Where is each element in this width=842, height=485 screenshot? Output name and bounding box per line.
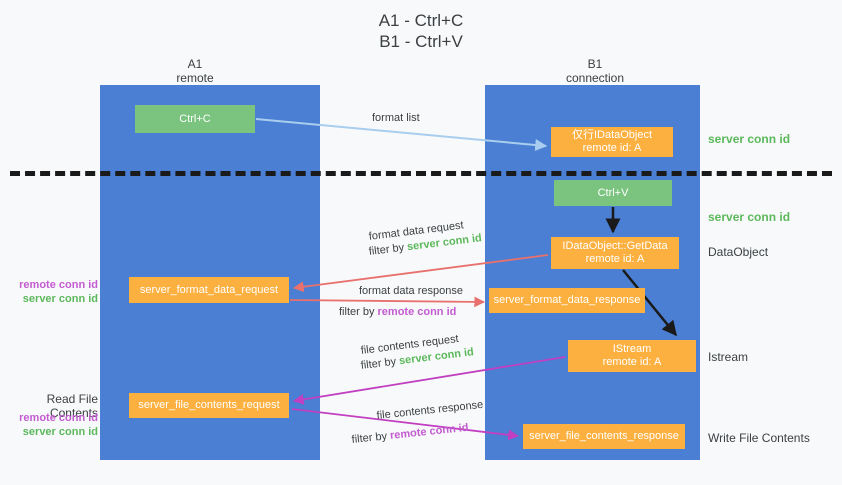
edge-label-format-data-response: format data response	[359, 285, 463, 297]
node-istream-line1: IStream	[612, 343, 652, 355]
node-idataobject[interactable]: 仅行IDataObject remote id: A	[551, 127, 673, 157]
title-line-1: A1 - Ctrl+C	[378, 11, 464, 30]
node-server-file-contents-request[interactable]: server_file_contents_request	[129, 393, 289, 418]
column-caption-a1: A1 remote	[130, 57, 260, 85]
node-server-file-contents-request-label: server_file_contents_request	[138, 399, 280, 411]
note-write-file-contents: Write File Contents	[708, 431, 810, 445]
filter-prefix: filter by	[368, 241, 408, 258]
note-istream: Istream	[708, 350, 749, 364]
node-server-file-contents-response-label: server_file_contents_response	[529, 430, 679, 442]
edge-label-format-list: format list	[372, 112, 420, 124]
note-server-conn-id-1: server conn id	[22, 293, 98, 305]
node-ctrl-c-label: Ctrl+C	[179, 112, 211, 125]
node-idataobject-line1: 仅行IDataObject	[571, 129, 653, 141]
note-server-conn-id-mid: server conn id	[708, 210, 791, 224]
edge-label-file-contents-response-filter: filter by remote conn id	[351, 421, 469, 447]
note-server-conn-id-top: server conn id	[708, 132, 791, 146]
filter-prefix: filter by	[339, 306, 378, 318]
column-b1-role: connection	[565, 71, 625, 85]
column-caption-b1: B1 connection	[530, 57, 660, 85]
remote-conn-id-value: remote conn id	[377, 306, 457, 318]
filter-prefix: filter by	[360, 355, 400, 372]
node-istream-line2: remote id: A	[602, 356, 662, 368]
phase-divider	[10, 171, 832, 176]
node-server-format-data-request-label: server_format_data_request	[139, 283, 279, 296]
node-idataobject-getdata[interactable]: IDataObject::GetData remote id: A	[551, 237, 679, 269]
edge-label-format-data-response-filter: filter by remote conn id	[339, 305, 456, 319]
node-ctrl-v[interactable]: Ctrl+V	[554, 180, 672, 206]
node-idataobject-line2: remote id: A	[582, 142, 642, 154]
node-server-format-data-response-label: server_format_data_response	[493, 294, 641, 306]
title-line-2: B1 - Ctrl+V	[379, 32, 463, 51]
note-dataobject: DataObject	[708, 245, 769, 259]
node-getdata-line2: remote id: A	[585, 253, 645, 265]
node-server-file-contents-response[interactable]: server_file_contents_response	[523, 424, 685, 449]
note-conn-ids-bottom: remote conn id server conn id	[2, 411, 98, 439]
edge-label-file-contents-response: file contents response	[376, 398, 484, 422]
remote-conn-id-value: remote conn id	[389, 421, 470, 442]
note-read-file-contents: Read File Contents	[46, 392, 98, 420]
note-conn-ids-top: remote conn id server conn id	[2, 278, 98, 306]
column-a1-role: remote	[176, 71, 214, 85]
note-remote-conn-id-1: remote conn id	[19, 279, 98, 291]
note-server-conn-id-2: server conn id	[22, 426, 98, 438]
note-remote-conn-id-2: remote conn id	[19, 412, 98, 424]
filter-prefix: filter by	[351, 429, 391, 446]
node-server-format-data-response[interactable]: server_format_data_response	[489, 288, 645, 313]
column-a1-name: A1	[187, 57, 203, 71]
node-getdata-line1: IDataObject::GetData	[562, 240, 668, 252]
node-ctrl-c[interactable]: Ctrl+C	[135, 105, 255, 133]
node-server-format-data-request[interactable]: server_format_data_request	[129, 277, 289, 303]
node-istream[interactable]: IStream remote id: A	[568, 340, 696, 372]
page-title: A1 - Ctrl+C B1 - Ctrl+V	[0, 10, 842, 52]
node-ctrl-v-label: Ctrl+V	[597, 186, 629, 199]
column-b1-name: B1	[587, 57, 603, 71]
